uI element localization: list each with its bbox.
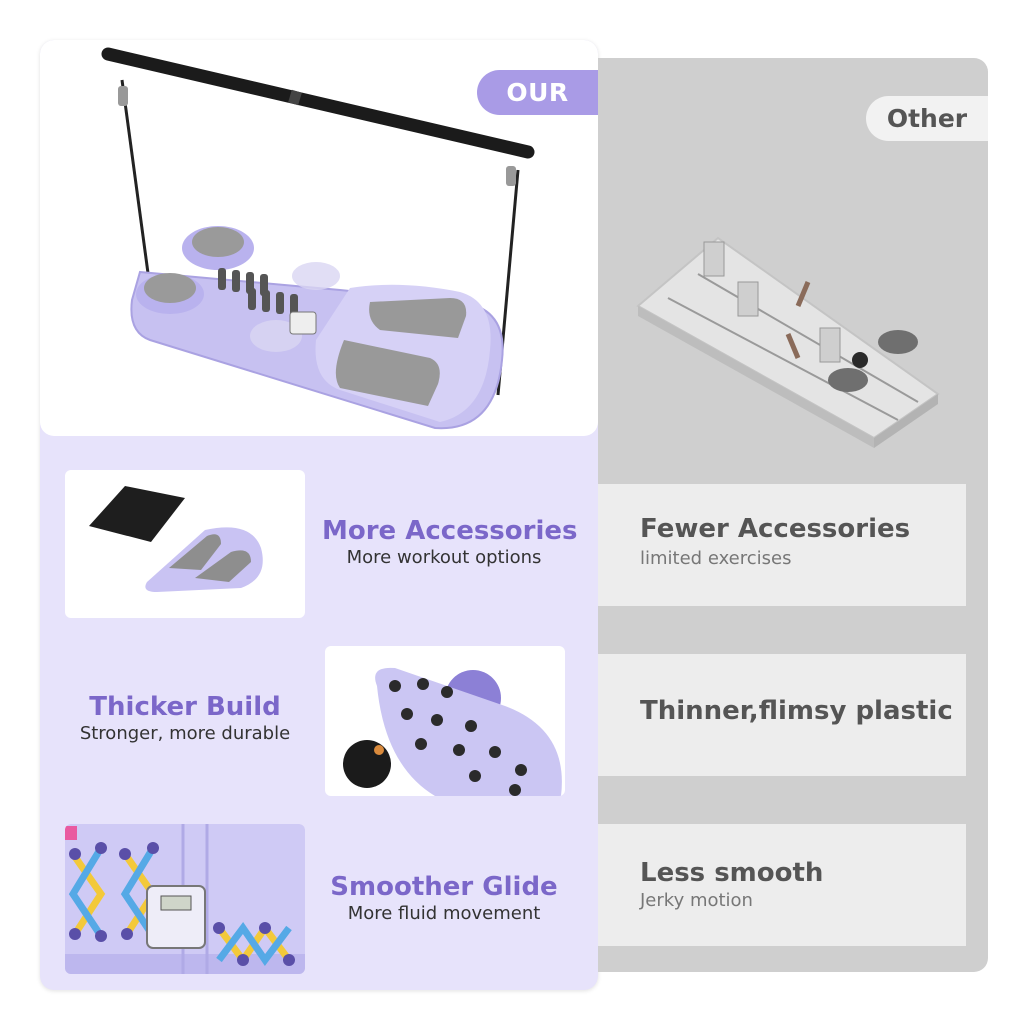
feature-title: More Accessories — [322, 516, 578, 546]
other-feature-subtitle: limited exercises — [640, 548, 792, 569]
feature-subtitle: More fluid movement — [347, 903, 541, 924]
smoother-glide-image-tile — [65, 824, 305, 974]
other-feature-box-accessories: Fewer Accessories limited exercises — [598, 484, 966, 606]
feature-thicker-build: Thicker Build Stronger, more durable — [66, 692, 304, 746]
pilates-board-with-bar-illustration — [101, 47, 535, 430]
feature-more-accessories: More Accessories More workout options — [322, 516, 578, 570]
competitor-board-illustration — [636, 236, 940, 448]
feature-subtitle: More workout options — [346, 547, 542, 568]
our-badge: OUR — [477, 70, 598, 115]
accessory-pads-illustration — [89, 486, 263, 592]
our-product-panel: OUR More Accessories More workout option… — [40, 40, 598, 990]
feature-smoother-glide: Smoother Glide More fluid movement — [322, 872, 566, 926]
accessories-image-tile — [65, 470, 305, 618]
board-underside-illustration — [343, 667, 562, 796]
other-feature-title: Less smooth — [640, 858, 824, 888]
other-product-panel: Other Fewer Accessories limited exercise… — [598, 58, 988, 972]
other-badge: Other — [866, 96, 988, 141]
feature-subtitle: Stronger, more durable — [79, 723, 291, 744]
thicker-build-image-tile — [325, 646, 565, 796]
other-feature-box-glide: Less smooth Jerky motion — [598, 824, 966, 946]
board-glide-track-illustration — [65, 824, 305, 974]
feature-title: Thicker Build — [89, 692, 281, 722]
other-feature-box-build: Thinner,flimsy plastic — [598, 654, 966, 776]
other-feature-title: Thinner,flimsy plastic — [640, 696, 953, 726]
feature-title: Smoother Glide — [330, 872, 558, 902]
other-feature-title: Fewer Accessories — [640, 514, 911, 544]
other-feature-subtitle: Jerky motion — [640, 890, 753, 911]
our-product-hero-image: OUR — [40, 40, 598, 436]
